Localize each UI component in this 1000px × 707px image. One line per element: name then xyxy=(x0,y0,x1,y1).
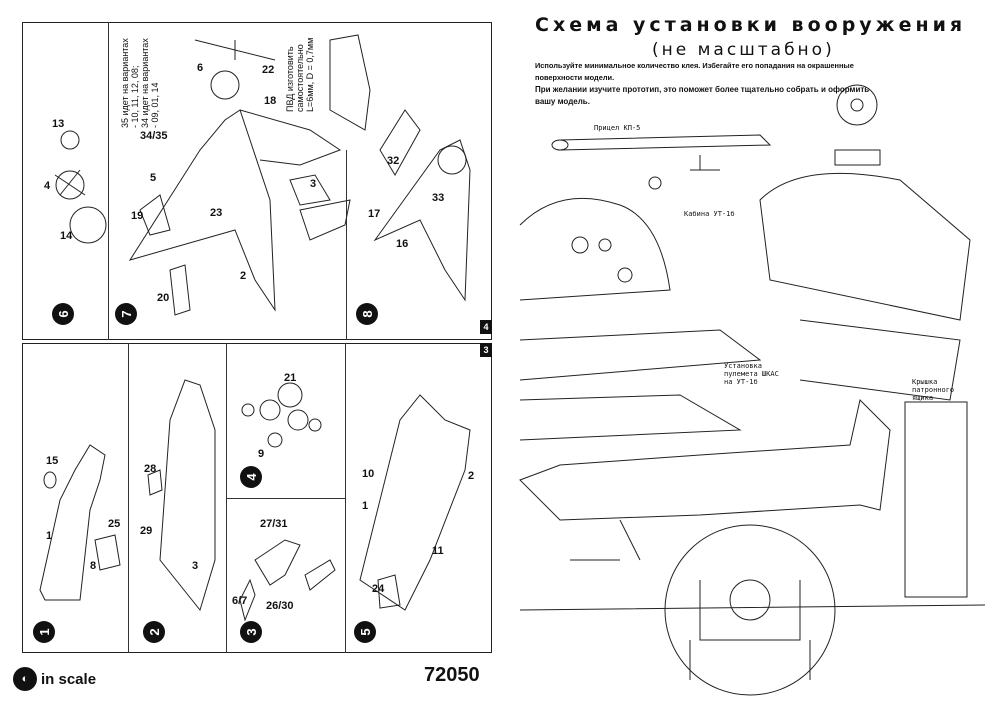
part-label: 27/31 xyxy=(260,518,288,530)
part-label: 24 xyxy=(372,583,385,595)
part-label: 34/35 xyxy=(140,130,168,142)
part-label: 6 xyxy=(197,62,204,74)
page-tab-3: 3 xyxy=(480,343,492,357)
part-label: 14 xyxy=(60,230,73,242)
page-subtitle: (не масштабно) xyxy=(652,40,835,60)
ammo-lid-callout: Крышка патронного ящика xyxy=(912,378,955,402)
variants-note: 35 идет на вариантах - 10, 11, 12, 08; 3… xyxy=(120,38,160,128)
part-label: 23 xyxy=(210,207,223,219)
kit-number: 72050 xyxy=(424,664,480,686)
part-label: 19 xyxy=(131,210,144,222)
part-label: 26/30 xyxy=(266,600,294,612)
part-label: 28 xyxy=(144,463,157,475)
part-label: 4 xyxy=(44,180,51,192)
part-label: 18 xyxy=(264,95,277,107)
part-label: 2 xyxy=(240,270,247,282)
part-label: 10 xyxy=(362,468,375,480)
part-label: 25 xyxy=(108,518,121,530)
part-label: 2 xyxy=(468,470,475,482)
part-label: 9 xyxy=(258,448,265,460)
upper-divider-1 xyxy=(108,22,109,340)
part-label: 5 xyxy=(150,172,157,184)
part-label: 21 xyxy=(284,372,297,384)
lower-divider-1 xyxy=(128,343,129,653)
part-label: 16 xyxy=(396,238,409,250)
part-label: 20 xyxy=(157,292,170,304)
part-label: 8 xyxy=(90,560,97,572)
instructions-line-1: Используйте минимальное количество клея.… xyxy=(535,61,854,82)
part-label: 32 xyxy=(387,155,400,167)
part-label: 17 xyxy=(368,208,381,220)
part-label: 1 xyxy=(362,500,369,512)
lower-divider-3 xyxy=(345,343,346,653)
pitot-note: ПВД изготовить самостоятельно L=6мм, D =… xyxy=(285,37,315,112)
part-label: 11 xyxy=(432,545,444,557)
part-label: 3 xyxy=(310,178,317,190)
part-label: 29 xyxy=(140,525,153,537)
upper-instruction-panel xyxy=(22,22,492,340)
part-label: 22 xyxy=(262,64,275,76)
cockpit-callout: Кабина УТ-1б xyxy=(684,210,735,218)
lower-instruction-panel xyxy=(22,343,492,653)
lower-divider-h xyxy=(226,498,345,499)
brand-logo: ◐ in scale xyxy=(13,667,96,691)
part-label: 13 xyxy=(52,118,65,130)
page-tab-4: 4 xyxy=(480,320,492,334)
part-label: 1 xyxy=(46,530,53,542)
sight-callout: Прицел КП-5 xyxy=(594,124,641,132)
part-label: 3 xyxy=(192,560,199,572)
part-label: 15 xyxy=(46,455,59,467)
part-label: 33 xyxy=(432,192,445,204)
instructions-line-2: При желании изучите прототип, это поможе… xyxy=(535,85,870,106)
upper-divider-2 xyxy=(346,150,347,340)
logo-icon: ◐ xyxy=(13,667,37,691)
page-title: Схема установки вооружения xyxy=(535,14,967,36)
logo-text: in scale xyxy=(41,670,97,688)
gun-install-callout: Установка пулемета ШКАС на УТ-1б xyxy=(724,362,779,386)
instructions-text: Используйте минимальное количество клея.… xyxy=(535,60,885,108)
part-label: 6/7 xyxy=(232,595,248,607)
